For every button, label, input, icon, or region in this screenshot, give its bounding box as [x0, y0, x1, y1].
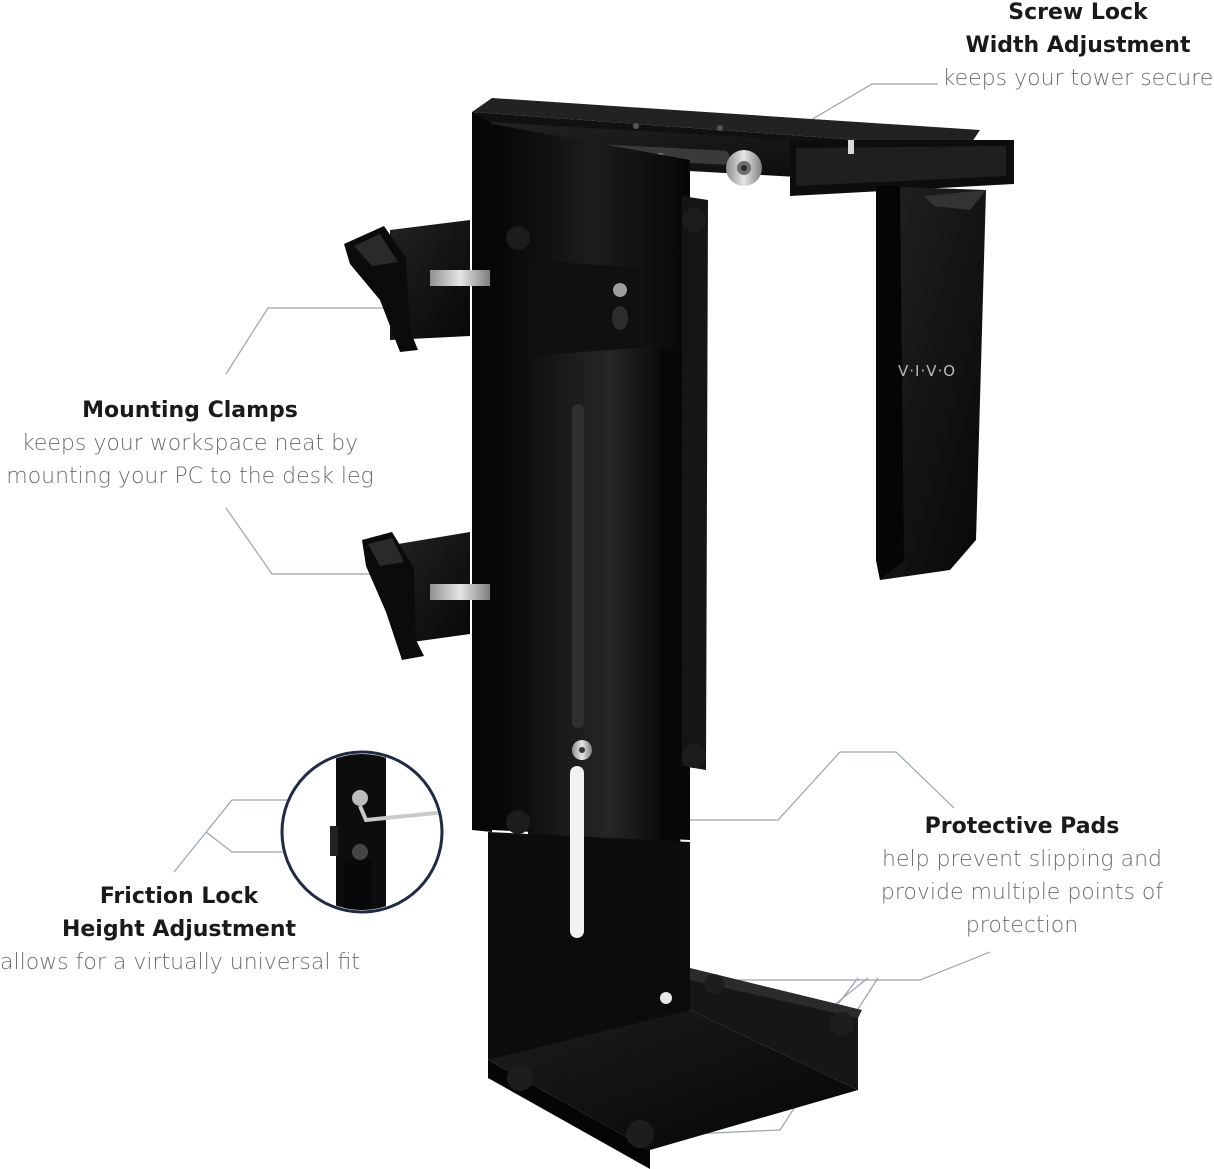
friction-lock-desc: allows for a virtually universal fit: [0, 950, 360, 975]
protective-pad: [682, 744, 706, 768]
friction-lock-title-2: Height Adjustment: [61, 917, 297, 942]
callout-friction-lock: Friction Lock Height Adjustment allows f…: [0, 880, 360, 979]
callout-protective-pads: Protective Pads help prevent slipping an…: [872, 810, 1172, 942]
mounting-clamps-desc-2: mounting your PC to the desk leg: [6, 464, 374, 489]
protective-pads-desc-1: help prevent slipping and: [882, 847, 1162, 872]
callout-screw-lock: Screw Lock Width Adjustment keeps your t…: [940, 0, 1214, 95]
hex-key-icon: [358, 805, 440, 823]
protective-pad: [660, 992, 672, 1004]
height-slot-lower: [570, 766, 584, 938]
friction-lock-inset: [280, 750, 444, 914]
protective-pad: [506, 226, 530, 250]
right-arm: V·I·V·O: [876, 186, 986, 580]
protective-pad: [506, 810, 530, 834]
height-slot-upper: [572, 404, 584, 728]
keyhole-screw: [613, 283, 627, 297]
protective-pads-desc-3: protection: [965, 913, 1079, 938]
brand-logo: V·I·V·O: [898, 362, 956, 380]
friction-lock-title-1: Friction Lock: [99, 884, 259, 909]
protective-pads-desc-2: provide multiple points of: [880, 880, 1164, 905]
mounting-clamps-desc-1: keeps your workspace neat by: [21, 431, 359, 456]
screw-lock-title-2: Width Adjustment: [965, 33, 1191, 58]
screw-lock-title-1: Screw Lock: [1008, 0, 1148, 25]
main-panel: [472, 112, 708, 1060]
protective-pad: [682, 208, 706, 232]
callout-mounting-clamps: Mounting Clamps keeps your workspace nea…: [0, 394, 380, 493]
screw-lock-desc: keeps your tower secure: [942, 66, 1214, 91]
leader-line-clamp-top: [225, 307, 388, 375]
leader-line-pad-base1: [704, 951, 991, 981]
mounting-clamp-top: [344, 220, 490, 352]
leader-line-clamp-bottom: [225, 507, 384, 575]
base-tray: [488, 968, 862, 1169]
protective-pad: [830, 1012, 854, 1036]
leader-line-pad-mid: [840, 751, 955, 809]
protective-pad: [626, 1120, 654, 1148]
top-bracket: [472, 98, 1014, 196]
protective-pad: [507, 1065, 533, 1091]
mounting-clamps-title: Mounting Clamps: [82, 398, 298, 423]
protective-pad: [704, 974, 724, 994]
protective-pads-title: Protective Pads: [924, 814, 1120, 839]
mounting-clamp-bottom: [362, 532, 490, 660]
